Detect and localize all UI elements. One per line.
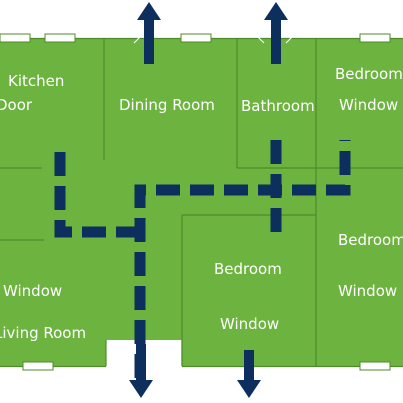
label-bedroom-ne: Bedroom [335, 65, 403, 83]
label-living-room: Living Room [0, 324, 86, 342]
label-bedroom-s: Bedroom [214, 260, 282, 278]
label-living-window: Window [3, 282, 62, 300]
exit-arrow-icon [129, 344, 153, 398]
label-bedroom-e: Bedroom [338, 231, 403, 249]
window-icon [359, 33, 391, 43]
label-kitchen: Kitchen [8, 72, 64, 90]
label-bedroom-s-window: Window [220, 315, 279, 333]
window-icon [22, 361, 54, 371]
door-marks [133, 30, 293, 44]
label-bedroom-e-window: Window [338, 282, 397, 300]
escape-route-line [54, 140, 351, 378]
exit-arrow-icon [264, 2, 288, 64]
windows [0, 33, 391, 371]
window-icon [180, 33, 212, 43]
window-icon [0, 33, 31, 43]
label-bedroom-ne-window: Window [339, 96, 398, 114]
window-icon [359, 361, 391, 371]
exit-arrows [129, 2, 288, 398]
room-labels: Kitchen Door Dining Room Bathroom Bedroo… [0, 65, 403, 342]
label-bathroom: Bathroom [241, 97, 315, 115]
exit-arrow-icon [237, 350, 261, 398]
floor-area [0, 38, 403, 366]
label-kitchen-door: Door [0, 96, 33, 114]
exit-gap-left [0, 366, 403, 403]
exit-arrow-icon [137, 2, 161, 64]
window-icon [44, 33, 76, 43]
label-dining-room: Dining Room [119, 96, 215, 114]
